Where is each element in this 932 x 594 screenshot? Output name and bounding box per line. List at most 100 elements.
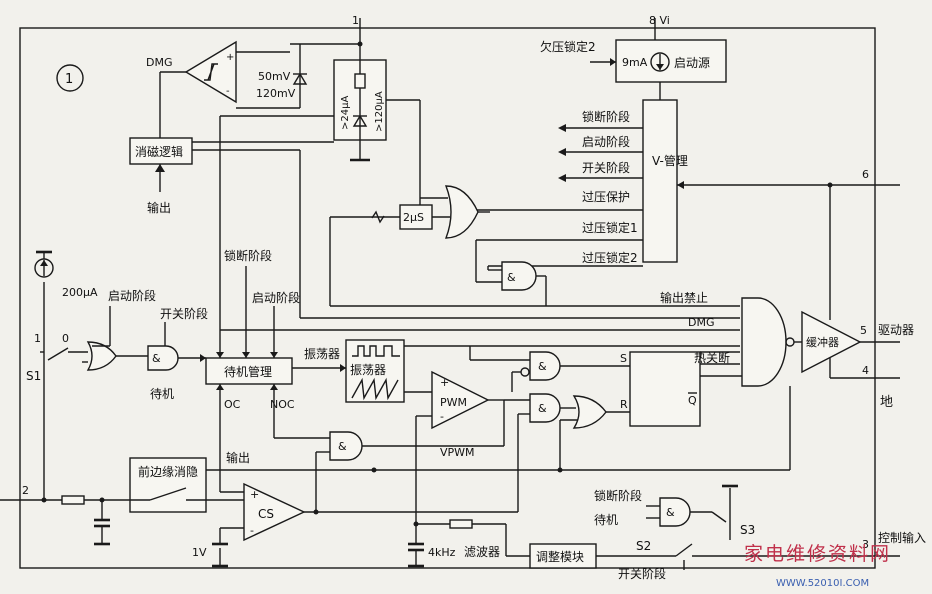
thermal-shutdown-label: 热关断 (694, 350, 730, 365)
adjust-module-label: 调整模块 (536, 549, 584, 564)
pin2-resistor (61, 495, 85, 505)
s2-label: S2 (636, 539, 651, 553)
output-nand-gate (741, 297, 787, 387)
pin1-label: 1 (352, 14, 359, 27)
oscillator-label-top: 振荡器 (304, 347, 340, 361)
pwm-comparator (431, 370, 490, 430)
filter-label: 滤波器 (464, 545, 500, 559)
svg-text:&: & (152, 352, 161, 365)
s1-pos1: 1 (34, 332, 41, 345)
and-gate-overvolt (501, 261, 537, 291)
standby-mgmt-label: 待机管理 (224, 364, 272, 379)
pin5-label: 5 (860, 324, 867, 337)
cs-comparator (243, 482, 306, 542)
and-gate-reset (529, 393, 561, 423)
demag-logic-block (129, 137, 193, 165)
vm-switch-stage: 开关阶段 (582, 160, 630, 175)
vm-overvolt-lock2: 过压锁定2 (582, 250, 638, 265)
and-gate-s3 (659, 497, 691, 527)
v-manage-label: V-管理 (652, 153, 688, 168)
and-gate-set (529, 351, 561, 381)
buffer-amp (801, 310, 862, 374)
svg-text:&: & (538, 402, 547, 415)
switch-stage-bottom: 开关阶段 (618, 566, 666, 581)
watermark-text: 家电维修资料网 (744, 543, 891, 565)
start-stage-left: 启动阶段 (108, 288, 156, 303)
oscillator-block-label: 振荡器 (350, 363, 386, 377)
pin6-label: 6 (862, 168, 869, 181)
ground-label: 地 (880, 395, 893, 410)
q-output-label: Q (688, 394, 697, 407)
and-gate-noc (329, 431, 363, 461)
svg-text:&: & (666, 506, 675, 519)
vm-start-stage: 启动阶段 (582, 134, 630, 149)
circle-label: 1 (65, 72, 73, 87)
dmg-signal-label: DMG (688, 316, 715, 329)
filter-resistor (449, 519, 473, 529)
cs-label: CS (258, 507, 274, 521)
and-gate-standby (147, 345, 179, 371)
leb-label: 前边缘消隐 (138, 464, 198, 479)
svg-text:&: & (338, 440, 347, 453)
standby-bottom: 待机 (594, 513, 618, 527)
two-us-delay (399, 204, 433, 230)
ua200-label: 200μA (62, 286, 98, 299)
s-input-label: S (620, 352, 627, 365)
output-label-lower: 输出 (226, 450, 250, 465)
svg-text:&: & (507, 271, 516, 284)
control-input-label: 控制输入 (878, 530, 926, 545)
buffer-label: 缓冲器 (806, 335, 839, 349)
start-stage-mid: 启动阶段 (252, 290, 300, 305)
mv50-label: 50mV (258, 70, 291, 83)
mv120-label: 120mV (256, 87, 296, 100)
start-source-block (615, 39, 727, 83)
pin4-label: 4 (862, 364, 869, 377)
pin8-label: 8 Vi (649, 14, 670, 27)
ic-boundary (19, 27, 876, 569)
drive-label: 驱动器 (878, 323, 914, 337)
undervolt-lock2-label: 欠压锁定2 (540, 39, 596, 54)
svg-text:-: - (226, 86, 230, 97)
two-us-label: 2μS (403, 211, 424, 224)
noc-label: NOC (270, 398, 295, 411)
oc-label: OC (224, 398, 241, 411)
svg-text:+: + (226, 52, 234, 63)
output-under-demag: 输出 (147, 200, 171, 215)
switch-stage-left: 开关阶段 (160, 306, 208, 321)
or-gate-reset (572, 395, 607, 429)
s3-label: S3 (740, 523, 755, 537)
svg-text:&: & (538, 360, 547, 373)
standby-mgmt-block (205, 357, 293, 385)
svg-text:-: - (250, 524, 254, 537)
leading-edge-blank-block (129, 457, 207, 513)
or-gate-upper (444, 185, 479, 239)
ua24-label: >24μA (340, 96, 351, 130)
pin3-label: 3 (862, 538, 869, 551)
vm-lock-stage: 锁断阶段 (582, 109, 630, 124)
sr-flipflop (629, 351, 701, 427)
watermark-url: WWW.52010I.COM (776, 578, 869, 589)
start-source-label: 启动源 (674, 56, 710, 70)
svg-text:+: + (440, 376, 449, 389)
r-input-label: R (620, 398, 628, 411)
pin2-label: 2 (22, 484, 29, 497)
vpwm-label: VPWM (440, 446, 475, 459)
dmg-amp-label: DMG (146, 56, 173, 69)
vm-overvolt-lock1: 过压锁定1 (582, 220, 638, 235)
v-manage-block (642, 99, 678, 263)
khz4-label: 4kHz (428, 546, 456, 559)
standby-label: 待机 (150, 387, 174, 401)
svg-text:-: - (440, 410, 444, 423)
ua120-label: >120μA (374, 91, 385, 132)
svg-text:+: + (250, 488, 259, 501)
lock-stage-bottom: 锁断阶段 (594, 488, 642, 503)
demag-logic-label: 消磁逻辑 (135, 144, 183, 159)
v1-label: 1V (192, 546, 207, 559)
vm-overvolt-protect: 过压保护 (582, 190, 630, 204)
ma9-label: 9mA (622, 56, 648, 69)
pwm-label: PWM (440, 396, 467, 409)
output-disable-label: 输出禁止 (660, 290, 708, 305)
s1-label: S1 (26, 369, 41, 383)
lock-stage-mid: 锁断阶段 (224, 248, 272, 263)
